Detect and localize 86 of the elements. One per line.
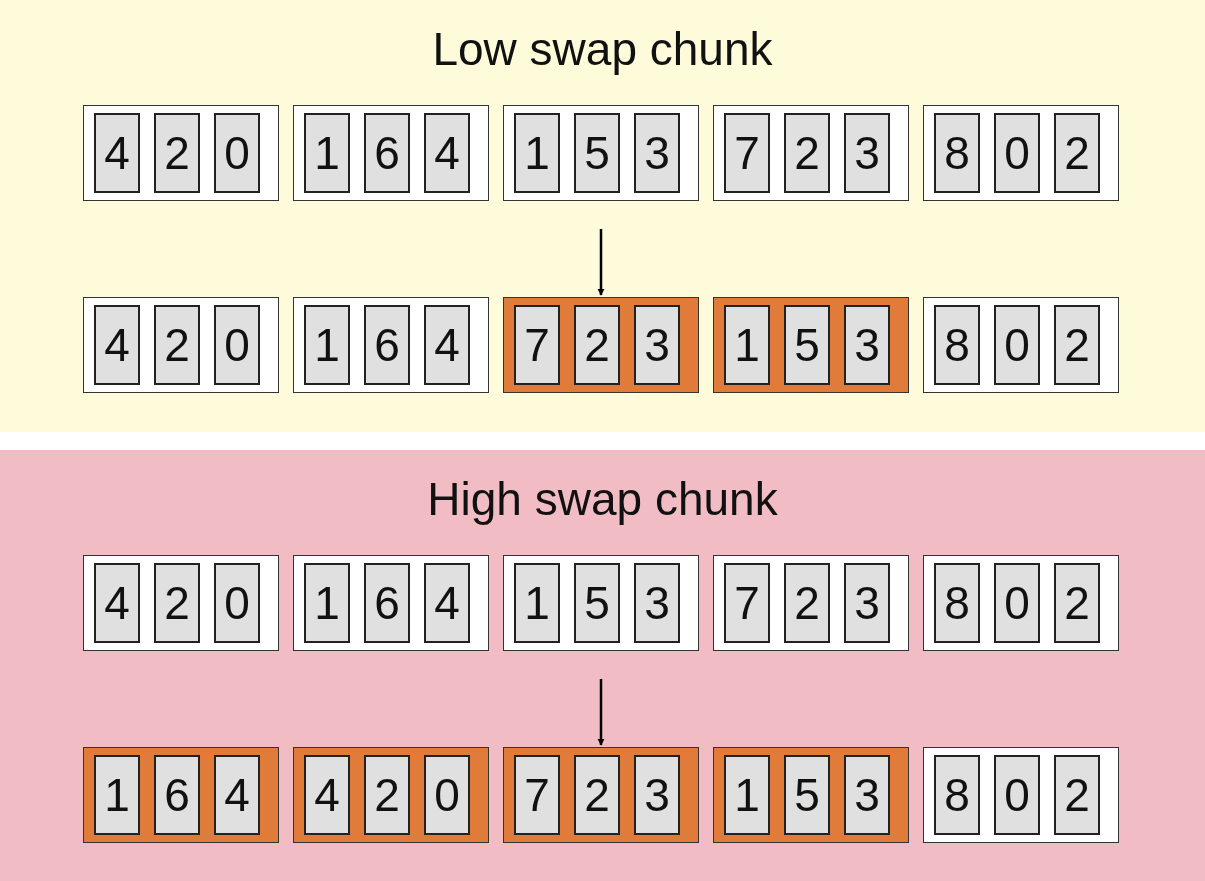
digit-tile: 1 (514, 113, 560, 193)
digit-tile: 0 (994, 305, 1040, 385)
chunk-frame (923, 105, 1119, 201)
digit-tile: 1 (304, 305, 350, 385)
digit-tile: 2 (154, 113, 200, 193)
digit-tile: 2 (1054, 755, 1100, 835)
digit-tile: 2 (574, 305, 620, 385)
digit-tile: 2 (154, 305, 200, 385)
panel-title: High swap chunk (426, 472, 779, 526)
digit-tile: 4 (424, 113, 470, 193)
digit-tile: 8 (934, 113, 980, 193)
chunk-frame (923, 555, 1119, 651)
digit-tile: 8 (934, 305, 980, 385)
panel-title: Low swap chunk (431, 22, 774, 76)
digit-tile: 7 (514, 755, 560, 835)
digit-tile: 4 (304, 755, 350, 835)
digit-tile: 1 (724, 305, 770, 385)
arrow (597, 679, 605, 746)
digit-tile: 8 (934, 563, 980, 643)
chunk-frame (713, 105, 909, 201)
arrow (597, 229, 605, 296)
digit-tile: 3 (634, 305, 680, 385)
digit-tile: 2 (784, 563, 830, 643)
digit-tile: 3 (634, 113, 680, 193)
digit-tile: 3 (634, 563, 680, 643)
chunk-frame (293, 747, 489, 843)
chunk-frame (293, 105, 489, 201)
digit-tile: 0 (994, 563, 1040, 643)
chunk-frame (923, 297, 1119, 393)
chunk-frame (503, 555, 699, 651)
digit-tile: 7 (724, 563, 770, 643)
digit-tile: 3 (844, 113, 890, 193)
chunk-frame (713, 747, 909, 843)
digit-tile: 2 (1054, 113, 1100, 193)
digit-tile: 2 (574, 755, 620, 835)
chunk-frame (293, 555, 489, 651)
digit-tile: 4 (94, 113, 140, 193)
digit-tile: 3 (844, 305, 890, 385)
digit-tile: 0 (424, 755, 470, 835)
digit-tile: 5 (574, 563, 620, 643)
digit-tile: 6 (364, 563, 410, 643)
digit-tile: 1 (94, 755, 140, 835)
digit-tile: 4 (214, 755, 260, 835)
digit-tile: 3 (634, 755, 680, 835)
chunk-frame (83, 105, 279, 201)
digit-tile: 2 (1054, 305, 1100, 385)
digit-tile: 3 (844, 755, 890, 835)
digit-tile: 4 (94, 305, 140, 385)
chunk-frame (503, 105, 699, 201)
digit-tile: 0 (994, 113, 1040, 193)
section-panel (0, 450, 1205, 881)
digit-tile: 1 (304, 113, 350, 193)
chunk-frame (923, 747, 1119, 843)
chunk-frame (713, 297, 909, 393)
digit-tile: 1 (724, 755, 770, 835)
digit-tile: 0 (214, 563, 260, 643)
digit-tile: 0 (214, 113, 260, 193)
digit-tile: 4 (94, 563, 140, 643)
digit-tile: 4 (424, 563, 470, 643)
digit-tile: 3 (844, 563, 890, 643)
digit-tile: 7 (724, 113, 770, 193)
digit-tile: 5 (784, 305, 830, 385)
chunk-frame (503, 747, 699, 843)
digit-tile: 6 (364, 305, 410, 385)
chunk-frame (293, 297, 489, 393)
chunk-frame (83, 297, 279, 393)
digit-tile: 0 (994, 755, 1040, 835)
digit-tile: 5 (784, 755, 830, 835)
chunk-frame (503, 297, 699, 393)
chunk-frame (713, 555, 909, 651)
digit-tile: 7 (514, 305, 560, 385)
digit-tile: 2 (364, 755, 410, 835)
digit-tile: 6 (154, 755, 200, 835)
digit-tile: 2 (154, 563, 200, 643)
section-panel (0, 0, 1205, 432)
digit-tile: 0 (214, 305, 260, 385)
digit-tile: 5 (574, 113, 620, 193)
digit-tile: 2 (784, 113, 830, 193)
chunk-frame (83, 747, 279, 843)
digit-tile: 4 (424, 305, 470, 385)
digit-tile: 2 (1054, 563, 1100, 643)
digit-tile: 1 (514, 563, 560, 643)
digit-tile: 1 (304, 563, 350, 643)
digit-tile: 6 (364, 113, 410, 193)
digit-tile: 8 (934, 755, 980, 835)
chunk-frame (83, 555, 279, 651)
